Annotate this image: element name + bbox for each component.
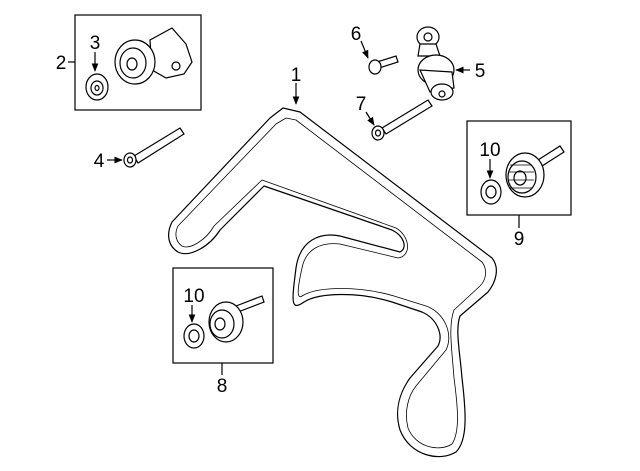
pulley-dust-cover-8: [183, 323, 205, 349]
callout-10-dust-cover-lower: 10: [183, 286, 204, 307]
tensioner-damper: [416, 26, 455, 101]
callout-3-dust-cover: 3: [90, 33, 101, 54]
leader-lines: [68, 40, 520, 375]
tensioner-pulley: [114, 27, 193, 85]
bolt-6: [368, 55, 399, 75]
idler-pulley-8: [208, 295, 265, 343]
callout-2-tensioner-assembly: 2: [56, 53, 67, 74]
pulley-dust-cover-9: [480, 179, 502, 205]
callout-8-idler-pulley: 8: [217, 376, 228, 397]
idler-pulley-9: [505, 145, 565, 198]
bolt-7: [371, 99, 433, 141]
callout-10-dust-cover-upper: 10: [479, 140, 500, 161]
callout-9-idler-pulley: 9: [514, 229, 525, 250]
callout-4-bolt: 4: [94, 151, 105, 172]
callout-6-bolt: 6: [351, 24, 362, 45]
callout-7-bolt: 7: [356, 94, 367, 115]
pulley-dust-cover: [85, 73, 109, 101]
callout-5-damper: 5: [475, 61, 486, 82]
callout-1-serpentine-belt: 1: [291, 65, 302, 86]
bolt-4: [123, 127, 185, 168]
serpentine-belt: [168, 107, 497, 458]
